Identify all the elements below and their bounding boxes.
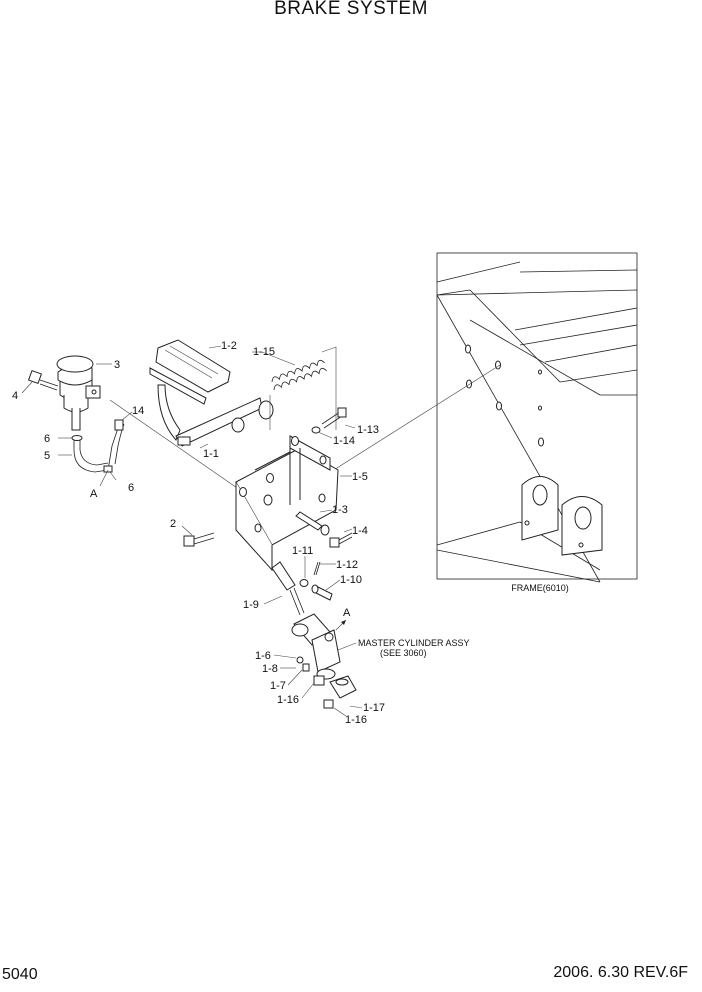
bolt-2 — [183, 532, 215, 547]
brake-pedal — [149, 339, 274, 447]
callout-1-16-lower: 1-16 — [345, 714, 367, 726]
callout-1-10: 1-10 — [340, 574, 362, 586]
callout-4: 4 — [12, 390, 18, 402]
hose-5 — [73, 419, 125, 473]
callout-1-11: 1-11 — [292, 545, 313, 557]
callout-1-17: 1-17 — [363, 702, 385, 714]
frame-inset-border — [436, 252, 638, 580]
callout-14: 14 — [132, 405, 144, 417]
callout-1-6: 1-6 — [255, 650, 271, 662]
page-title: BRAKE SYSTEM — [274, 0, 428, 19]
revision-date: 2006. 6.30 REV.6F — [553, 964, 688, 981]
page-number: 5040 — [2, 966, 38, 983]
fitting-1-16-lower — [323, 699, 334, 709]
callout-2: 2 — [170, 518, 176, 530]
bolt-1-7 — [302, 663, 310, 672]
return-spring — [269, 346, 337, 430]
master-cylinder-ref: (SEE 3060) — [380, 648, 427, 658]
callout-1-12: 1-12 — [336, 559, 358, 571]
cotter-pin-1-12 — [313, 561, 321, 576]
callout-5: 5 — [44, 450, 50, 462]
frame-label: FRAME(6010) — [511, 583, 569, 593]
callout-1-8: 1-8 — [262, 663, 278, 675]
clamp-6-lower — [103, 465, 113, 473]
callout-1-2: 1-2 — [221, 340, 237, 352]
washer-1-11 — [299, 579, 309, 587]
callout-1-16-upper: 1-16 — [277, 694, 299, 706]
fitting-1-16-upper — [313, 675, 325, 686]
bolt-4 — [27, 369, 59, 391]
callout-3: 3 — [114, 359, 120, 371]
reservoir-reference-line — [109, 399, 241, 491]
bolt-1-13 — [321, 407, 347, 429]
leader-lines — [21, 345, 363, 717]
master-cylinder — [291, 613, 341, 680]
callout-1-7: 1-7 — [270, 680, 286, 692]
callout-1-13: 1-13 — [357, 424, 379, 436]
callout-1-3: 1-3 — [332, 504, 348, 516]
frame-reference-line — [309, 364, 501, 486]
callout-1-9: 1-9 — [243, 599, 259, 611]
clamp-6-upper — [71, 435, 83, 441]
brake-fluid-reservoir — [56, 355, 101, 431]
pin-1-3 — [295, 511, 330, 536]
bolt-1-4 — [329, 532, 353, 548]
callout-1-4: 1-4 — [352, 525, 368, 537]
callout-1-15: 1-15 — [253, 346, 275, 358]
callout-6-lower: 6 — [128, 482, 134, 494]
washer-1-8 — [296, 656, 304, 664]
callout-1-5: 1-5 — [352, 471, 368, 483]
pin-1-10 — [311, 584, 333, 601]
master-cylinder-label: MASTER CYLINDER ASSY — [358, 638, 470, 648]
washer-1-14 — [311, 426, 321, 434]
frame-inset: FRAME(6010) — [436, 252, 638, 593]
callout-labels: 1-2 1-15 3 4 14 6 5 A 6 1-1 1-13 1-14 1-… — [12, 340, 470, 726]
callout-a-lower: A — [343, 607, 351, 619]
callout-a-upper: A — [90, 488, 98, 500]
pedal-bracket — [235, 435, 339, 572]
callout-6-upper: 6 — [44, 433, 50, 445]
fitting-1-17 — [329, 675, 357, 699]
callout-1-1: 1-1 — [203, 448, 219, 460]
clevis-1-9 — [271, 561, 305, 616]
callout-1-14: 1-14 — [333, 435, 355, 447]
